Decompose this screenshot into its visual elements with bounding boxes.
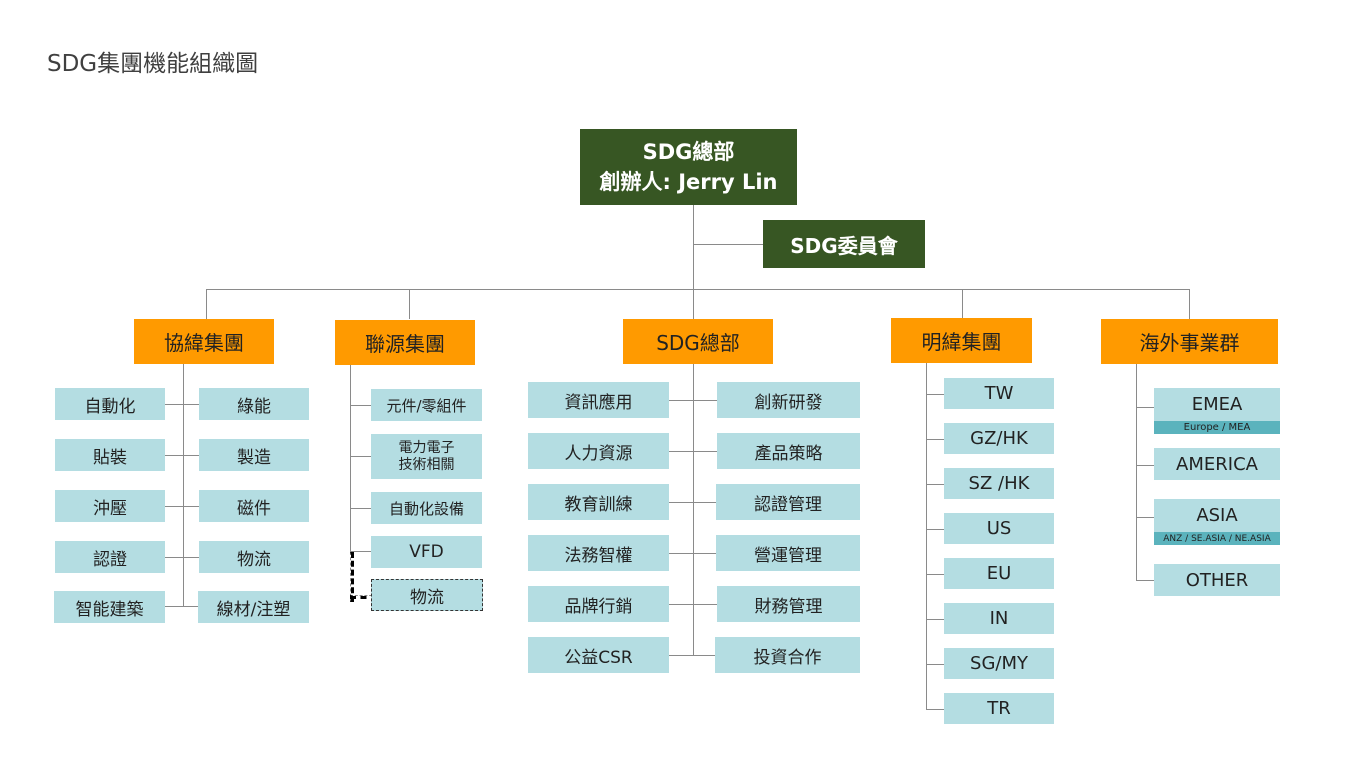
region-box: OTHER xyxy=(1154,564,1280,596)
connector-line xyxy=(669,553,717,554)
connector-line xyxy=(669,400,717,401)
connector-line xyxy=(1136,407,1154,408)
region-sub-band: ANZ / SE.ASIA / NE.ASIA xyxy=(1154,532,1280,545)
connector-line xyxy=(350,365,351,552)
region-box: AMERICA xyxy=(1154,448,1280,480)
region-box: SG/MY xyxy=(944,648,1054,679)
connector-line xyxy=(926,394,944,395)
unit-box: 產品策略 xyxy=(717,433,860,469)
connector-line xyxy=(206,289,207,319)
region-box: IN xyxy=(944,603,1054,634)
connector-line xyxy=(669,451,717,452)
region-box: ASIA xyxy=(1154,499,1280,532)
connector-line xyxy=(350,456,371,457)
connector-line xyxy=(926,664,944,665)
connector-line xyxy=(409,289,410,319)
connector-line xyxy=(693,205,694,655)
unit-box: VFD xyxy=(371,536,482,568)
connector-line xyxy=(926,439,944,440)
connector-line xyxy=(1136,364,1137,580)
unit-box: 法務智權 xyxy=(528,535,669,571)
connector-line xyxy=(669,655,717,656)
connector-line xyxy=(669,502,717,503)
connector-line xyxy=(1136,517,1154,518)
page-title: SDG集團機能組織圖 xyxy=(47,51,259,77)
unit-box: 貼裝 xyxy=(55,439,165,471)
group-mingwei: 明緯集團 xyxy=(891,318,1032,363)
connector-line xyxy=(669,604,717,605)
connector-line xyxy=(165,404,199,405)
hq-box: SDG總部 創辦人: Jerry Lin xyxy=(580,129,797,205)
unit-line: 技術相關 xyxy=(398,456,455,473)
connector-line xyxy=(926,529,944,530)
connector-line xyxy=(165,455,199,456)
connector-line xyxy=(206,289,1189,290)
unit-box: 製造 xyxy=(199,439,309,471)
connector-line xyxy=(1136,580,1154,581)
connector-line xyxy=(1136,465,1154,466)
unit-box: 營運管理 xyxy=(716,535,860,571)
committee-box: SDG委員會 xyxy=(763,220,925,268)
hq-line1: SDG總部 xyxy=(642,140,735,164)
region-box: TW xyxy=(944,378,1054,409)
group-overseas: 海外事業群 xyxy=(1101,319,1278,364)
region-box: SZ /HK xyxy=(944,468,1054,499)
unit-box: 投資合作 xyxy=(715,637,860,673)
region-box: TR xyxy=(944,693,1054,724)
unit-box-planned: 物流 xyxy=(371,579,483,611)
unit-box: 教育訓練 xyxy=(528,484,669,520)
unit-box: 自動化設備 xyxy=(371,492,482,524)
unit-box: 認證 xyxy=(55,541,165,573)
unit-box: 綠能 xyxy=(199,388,309,420)
connector-line xyxy=(693,244,763,245)
unit-box: 財務管理 xyxy=(717,586,860,622)
connector-line xyxy=(350,405,371,406)
unit-line: 電力電子 xyxy=(398,439,455,456)
unit-box: 元件/零組件 xyxy=(371,389,482,421)
connector-line xyxy=(350,551,371,552)
group-lianyuan: 聯源集團 xyxy=(335,320,475,365)
connector-line xyxy=(926,709,944,710)
unit-box: 創新研發 xyxy=(717,382,860,418)
connector-line xyxy=(165,557,199,558)
connector-line xyxy=(926,574,944,575)
unit-box: 公益CSR xyxy=(528,637,669,673)
connector-line xyxy=(926,619,944,620)
connector-line xyxy=(926,363,927,710)
unit-box: 沖壓 xyxy=(55,490,165,522)
group-xiewei: 協緯集團 xyxy=(134,319,274,364)
hq-founder: 創辦人: Jerry Lin xyxy=(599,170,778,194)
region-sub-band: Europe / MEA xyxy=(1154,421,1280,434)
unit-box: 物流 xyxy=(199,541,309,573)
region-box: GZ/HK xyxy=(944,423,1054,454)
unit-box: 智能建築 xyxy=(54,591,165,623)
unit-box: 品牌行銷 xyxy=(528,586,669,622)
unit-box: 磁件 xyxy=(199,490,309,522)
unit-box: 電力電子 技術相關 xyxy=(371,434,482,479)
connector-line xyxy=(350,508,371,509)
connector-line xyxy=(926,484,944,485)
connector-line xyxy=(165,606,199,607)
connector-line xyxy=(183,364,184,606)
connector-line xyxy=(962,289,963,319)
region-box: EMEA xyxy=(1154,388,1280,421)
connector-line xyxy=(1189,289,1190,319)
connector-line xyxy=(165,506,199,507)
unit-box: 自動化 xyxy=(55,388,165,420)
unit-box: 資訊應用 xyxy=(528,382,669,418)
unit-box: 人力資源 xyxy=(528,433,669,469)
connector-line xyxy=(350,552,354,602)
region-box: US xyxy=(944,513,1054,544)
group-sdg-hq: SDG總部 xyxy=(623,319,773,364)
unit-box: 認證管理 xyxy=(716,484,860,520)
region-box: EU xyxy=(944,558,1054,589)
unit-box: 線材/注塑 xyxy=(198,591,309,623)
